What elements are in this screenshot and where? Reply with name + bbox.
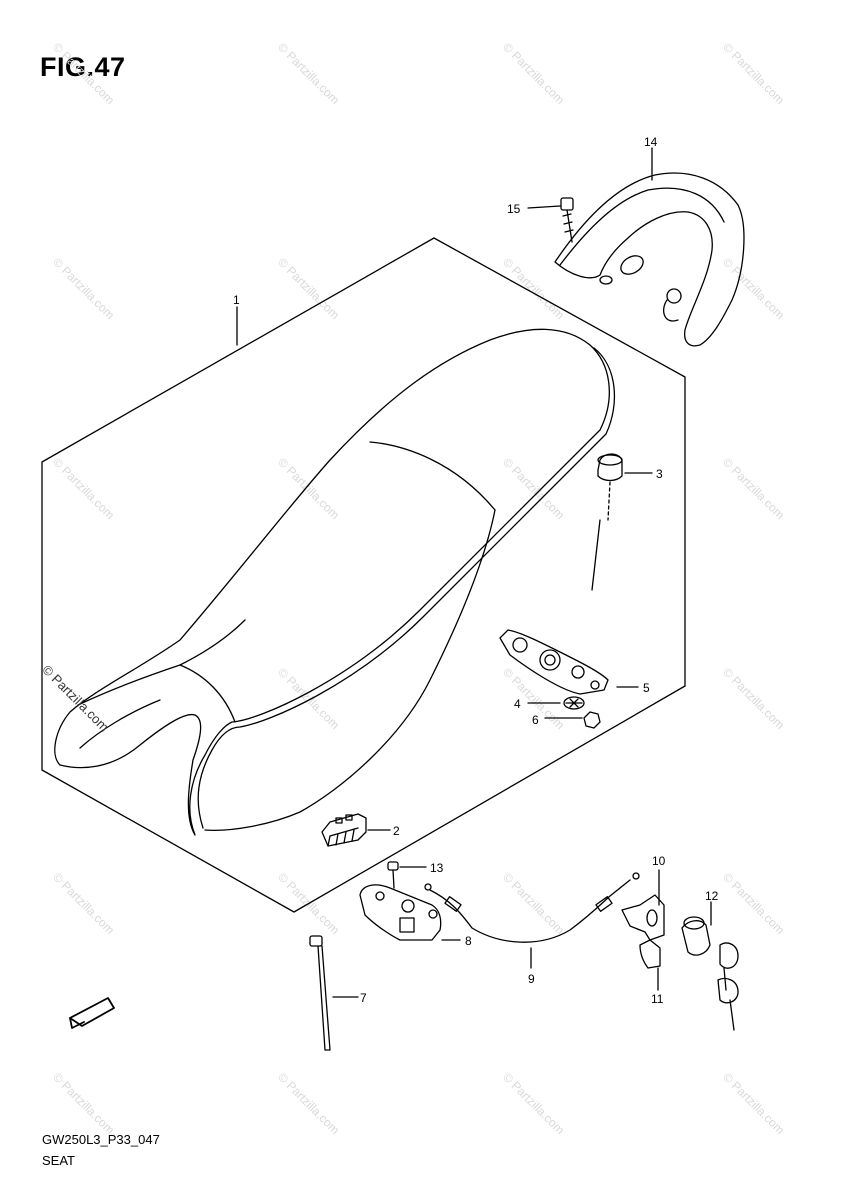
cable-tie-strap bbox=[317, 945, 331, 1051]
callout-12: 12 bbox=[705, 889, 719, 903]
damper bbox=[321, 813, 367, 847]
seat-assembly-outline bbox=[41, 237, 686, 913]
callout-2: 2 bbox=[393, 824, 400, 838]
callout-15: 15 bbox=[507, 202, 521, 216]
seat-body bbox=[54, 328, 610, 836]
grab-rail bbox=[554, 172, 745, 347]
callout-1: 1 bbox=[233, 293, 240, 307]
fwd-arrow bbox=[69, 997, 115, 1027]
cushion bbox=[597, 453, 623, 482]
callout-14: 14 bbox=[644, 135, 658, 149]
callout-7: 7 bbox=[360, 991, 367, 1005]
callout-3: 3 bbox=[656, 467, 663, 481]
callout-9: 9 bbox=[528, 972, 535, 986]
callout-4: 4 bbox=[514, 697, 521, 711]
figure-caption: SEAT bbox=[42, 1153, 75, 1168]
clip bbox=[639, 939, 661, 969]
callout-13: 13 bbox=[430, 861, 444, 875]
callout-10: 10 bbox=[652, 854, 666, 868]
cable-tie-head bbox=[309, 935, 323, 947]
figure-code: GW250L3_P33_047 bbox=[42, 1132, 160, 1147]
seat-lock bbox=[359, 884, 442, 941]
callout-8: 8 bbox=[465, 934, 472, 948]
callout-5: 5 bbox=[643, 681, 650, 695]
fwd-label: FWD bbox=[85, 1000, 108, 1019]
bracket bbox=[621, 894, 665, 941]
callout-6: 6 bbox=[532, 713, 539, 727]
seat-plate bbox=[499, 629, 609, 695]
callout-11: 11 bbox=[651, 992, 664, 1006]
figure-title: FIG.47 bbox=[40, 52, 126, 82]
key-set bbox=[681, 920, 711, 956]
